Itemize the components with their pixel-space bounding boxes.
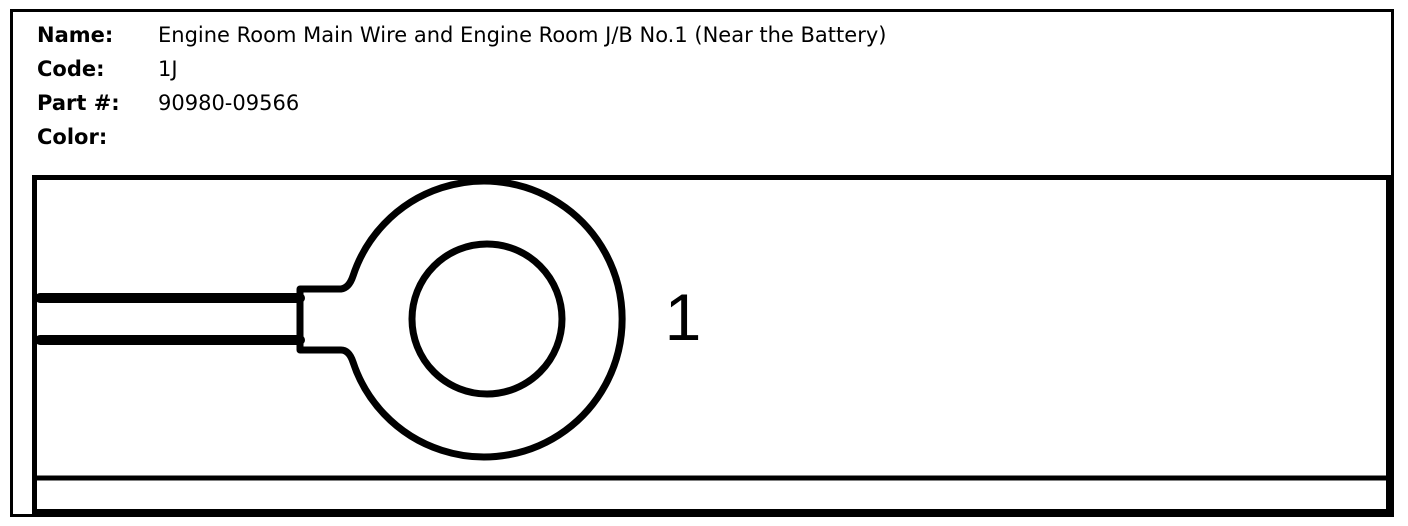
- diagram-box: [32, 175, 1391, 514]
- color-row: Color:: [37, 120, 886, 154]
- code-label: Code:: [37, 57, 105, 81]
- part-number-value: 90980-09566: [158, 91, 300, 115]
- part-number-label: Part #:: [37, 91, 120, 115]
- name-value: Engine Room Main Wire and Engine Room J/…: [158, 23, 887, 47]
- connector-info-table: Name: Engine Room Main Wire and Engine R…: [37, 18, 886, 154]
- pin-label: 1: [665, 280, 702, 354]
- ring-terminal-icon: [296, 177, 626, 461]
- name-row: Name: Engine Room Main Wire and Engine R…: [37, 18, 886, 52]
- name-label: Name:: [37, 23, 114, 47]
- ring-terminal-hole: [408, 240, 566, 398]
- color-label: Color:: [37, 125, 108, 149]
- connector-info-frame: [10, 9, 1394, 517]
- code-value: 1J: [158, 57, 178, 81]
- part-row: Part #: 90980-09566: [37, 86, 886, 120]
- code-row: Code: 1J: [37, 52, 886, 86]
